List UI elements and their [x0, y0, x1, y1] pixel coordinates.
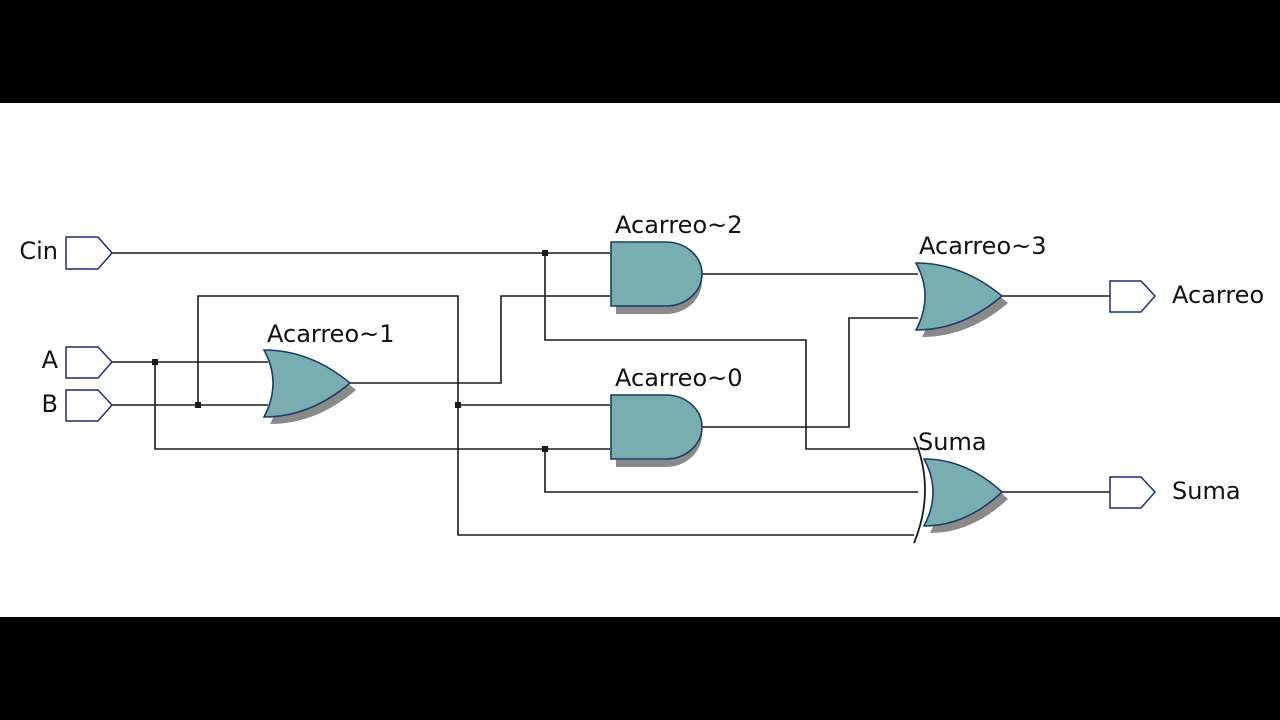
or-gate-acarreo-1[interactable]: Acarreo~1 [262, 320, 395, 424]
input-label-b: B [42, 390, 58, 418]
input-pin-a[interactable]: A [42, 346, 114, 379]
and-gate-acarreo-2[interactable]: Acarreo~2 [610, 211, 743, 314]
schematic-canvas [0, 103, 1280, 617]
gate-label-suma: Suma [918, 428, 987, 456]
and-gate-icon [610, 394, 703, 460]
gate-label-acarreo-0: Acarreo~0 [615, 364, 743, 392]
or-gate-icon [914, 262, 1004, 331]
junction-dot [195, 402, 201, 408]
output-pin-acarreo[interactable]: Acarreo [1109, 280, 1264, 313]
letterbox-top [0, 0, 1280, 103]
junction-dot [152, 359, 158, 365]
wire-a-to-xor[interactable] [544, 449, 918, 493]
junctions [152, 250, 548, 452]
junction-dot [542, 446, 548, 452]
wire-cin-to-xor[interactable] [544, 253, 918, 450]
input-label-cin: Cin [19, 237, 58, 265]
output-label-acarreo: Acarreo [1172, 281, 1264, 309]
or-gate-acarreo-3[interactable]: Acarreo~3 [914, 232, 1047, 337]
input-pin-icon [65, 389, 114, 422]
letterbox-bottom [0, 617, 1280, 720]
gate-label-acarreo-1: Acarreo~1 [267, 320, 395, 348]
output-label-suma: Suma [1172, 477, 1241, 505]
xor-gate-suma[interactable]: Suma [913, 428, 1008, 544]
junction-dot [455, 402, 461, 408]
wire-b-to-xor[interactable] [197, 295, 914, 536]
output-pin-icon [1109, 476, 1157, 509]
junction-dot [542, 250, 548, 256]
xor-input-arc [913, 436, 926, 544]
input-pin-cin[interactable]: Cin [19, 236, 113, 270]
input-label-a: A [42, 346, 59, 374]
xor-gate-icon [922, 458, 1004, 527]
and-gate-icon [610, 241, 703, 307]
wires [112, 252, 1110, 536]
output-pin-suma[interactable]: Suma [1109, 476, 1241, 509]
wire-and-mid-out[interactable] [702, 317, 918, 428]
input-pin-icon [65, 236, 113, 270]
output-pin-icon [1109, 280, 1157, 313]
gate-label-acarreo-2: Acarreo~2 [615, 211, 743, 239]
wire-or-left-out[interactable] [350, 295, 610, 384]
gate-label-acarreo-3: Acarreo~3 [919, 232, 1047, 260]
input-pin-b[interactable]: B [42, 389, 114, 422]
input-pin-icon [65, 346, 114, 379]
and-gate-acarreo-0[interactable]: Acarreo~0 [610, 364, 743, 467]
or-gate-icon [262, 349, 352, 418]
